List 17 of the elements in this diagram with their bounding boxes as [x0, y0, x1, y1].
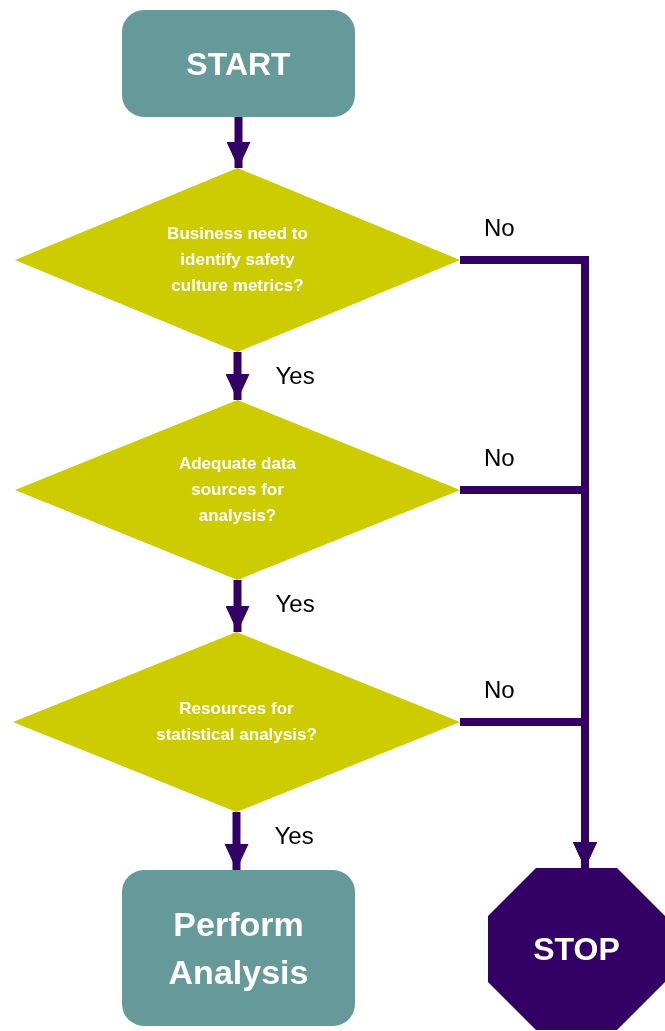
stop-octagon: [488, 868, 665, 1030]
node-text: Business need to identify safety culture metrics?: [166, 223, 309, 297]
node-text: Resources for statistical analysis?: [155, 698, 318, 746]
decision-diamond: [13, 632, 460, 812]
arrow: [460, 718, 597, 868]
process-box: [122, 870, 355, 1026]
start-box: [122, 10, 355, 117]
node-text: Adequate data sources for analysis?: [177, 453, 298, 527]
node-text: Perform Analysis: [167, 904, 310, 993]
decision-diamond: [15, 168, 460, 352]
decision-diamond: [15, 400, 460, 580]
arrow: [225, 580, 250, 632]
node-text: STOP: [533, 931, 620, 967]
arrow: [224, 812, 249, 870]
arrow: [226, 117, 251, 168]
node-text: START: [186, 45, 291, 82]
arrow: [225, 352, 250, 400]
